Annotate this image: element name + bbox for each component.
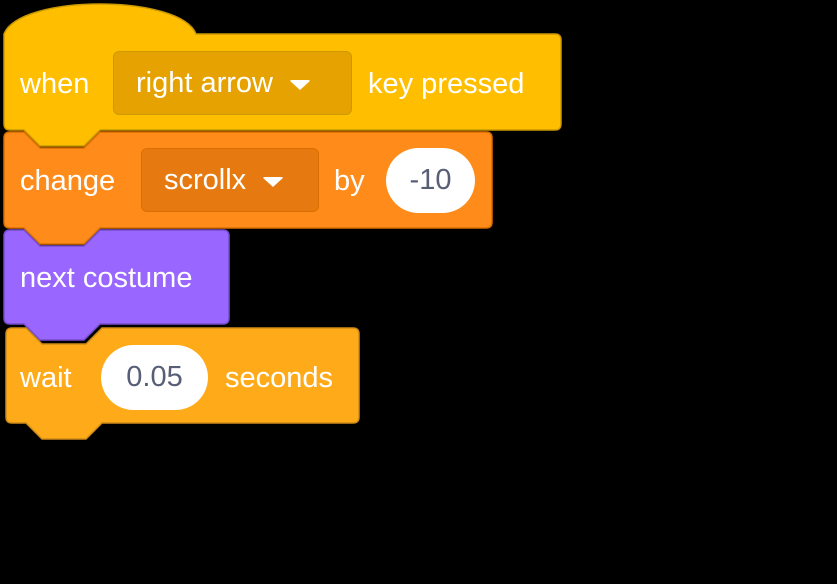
key-select-dropdown[interactable]: right arrow [113, 51, 352, 115]
wait-label: wait [20, 362, 72, 394]
wait-duration-input[interactable]: 0.05 [101, 345, 208, 410]
variable-select-value: scrollx [164, 163, 247, 196]
wait-duration-value: 0.05 [126, 361, 183, 393]
chevron-down-icon[interactable] [262, 176, 285, 187]
seconds-label: seconds [225, 362, 334, 394]
by-label: by [334, 165, 365, 197]
change-label: change [20, 165, 116, 197]
variable-select-dropdown[interactable]: scrollx [141, 148, 319, 212]
chevron-down-icon[interactable] [289, 79, 311, 90]
key-pressed-label: key pressed [368, 68, 525, 100]
change-amount-input[interactable]: -10 [386, 148, 475, 213]
key-select-value: right arrow [136, 66, 273, 99]
change-amount-value: -10 [409, 164, 452, 196]
when-label: when [20, 68, 90, 100]
next-costume-label: next costume [20, 262, 193, 294]
